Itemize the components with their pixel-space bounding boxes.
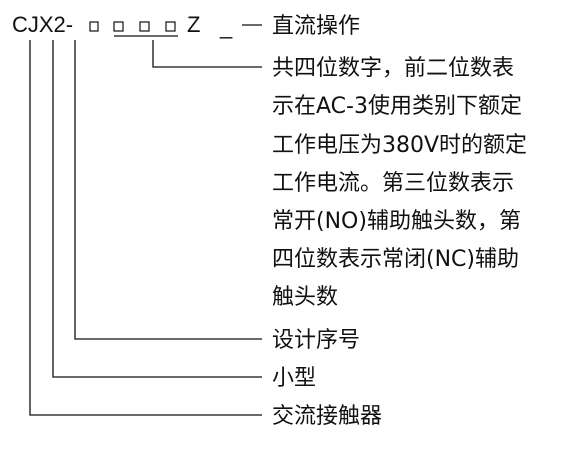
label-ac-contactor: 交流接触器 — [272, 404, 382, 429]
digit-box-4 — [165, 21, 176, 32]
digits-desc-line: 常开(NO)辅助触头数，第 — [272, 209, 521, 234]
digits-desc-line: 四位数表示常闭(NC)辅助 — [272, 247, 519, 272]
leader-digits — [152, 40, 262, 68]
model-dash: _ — [219, 14, 233, 39]
digit-box-1 — [89, 21, 99, 32]
model-suffix-z: Z — [187, 12, 200, 37]
label-small-type: 小型 — [272, 366, 316, 391]
leader-small-type — [52, 40, 262, 378]
digits-desc-line: 工作电压为380V时的额定 — [272, 133, 527, 158]
leader-ac-contactor — [29, 40, 262, 416]
digits-desc-line: 触头数 — [272, 285, 338, 310]
digits-description: 共四位数字，前二位数表 示在AC-3使用类别下额定 工作电压为380V时的额定 … — [272, 56, 527, 310]
digits-desc-line: 示在AC-3使用类别下额定 — [272, 94, 522, 119]
leader-design-serial — [74, 40, 262, 340]
digit-box-3 — [139, 21, 150, 32]
model-prefix: CJX2- — [12, 12, 73, 37]
label-design-serial: 设计序号 — [272, 328, 360, 353]
digit-box-2 — [113, 21, 124, 32]
digits-desc-line: 工作电流。第三位数表示 — [272, 171, 514, 196]
digits-desc-line: 共四位数字，前二位数表 — [272, 56, 514, 81]
label-dc-operation: 直流操作 — [272, 14, 360, 39]
